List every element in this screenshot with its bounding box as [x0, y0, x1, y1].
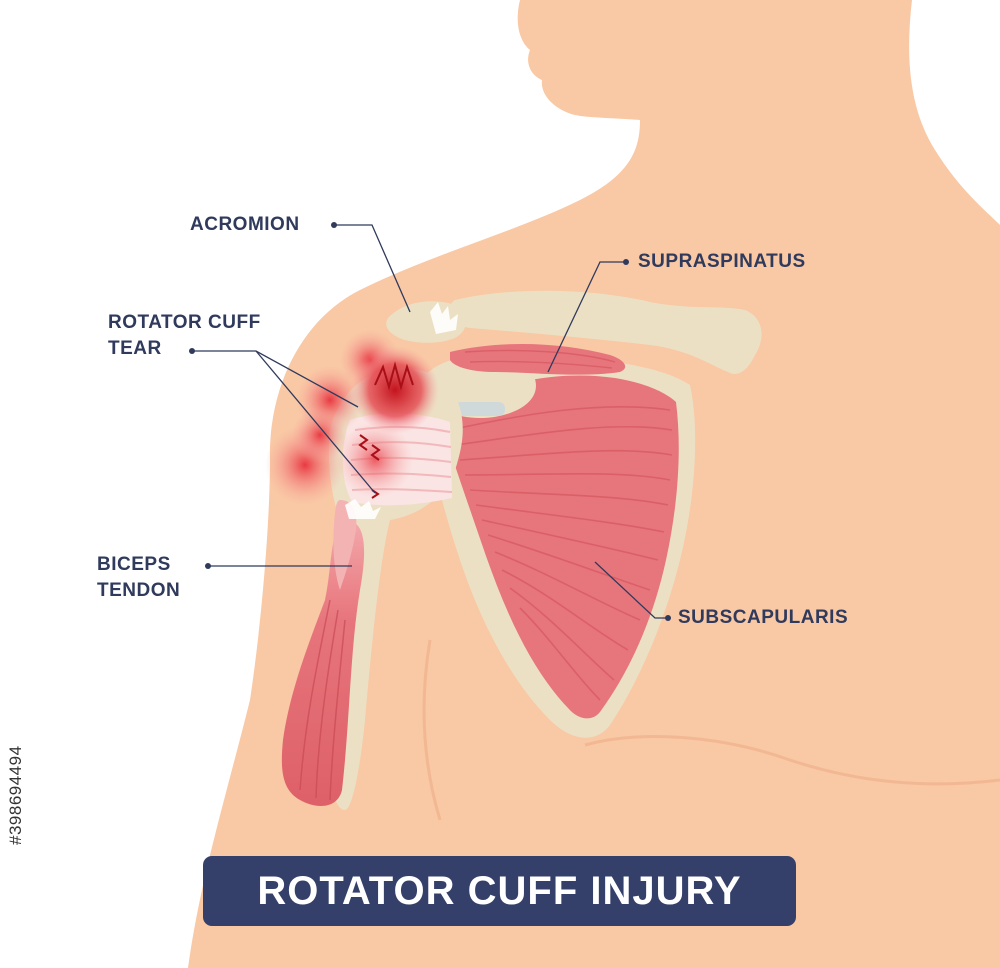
leader-lines	[192, 224, 668, 619]
biceps-fibers	[299, 599, 346, 801]
label-rotator-cuff-tear-line1: ROTATOR CUFF	[108, 312, 261, 333]
muscle-fibers	[449, 406, 673, 701]
label-biceps-tendon-line1: BICEPS	[97, 554, 171, 575]
supraspinatus-fibers	[464, 349, 616, 369]
torn-fibers	[358, 361, 414, 499]
label-supraspinatus: SUPRASPINATUS	[638, 251, 806, 272]
title-banner: ROTATOR CUFF INJURY	[203, 856, 796, 926]
stock-id-watermark: #398694494	[6, 745, 25, 845]
supraspinatus-muscle	[450, 344, 626, 375]
clavicle-bone	[450, 290, 762, 375]
label-acromion: ACROMION	[190, 214, 300, 235]
label-subscapularis: SUBSCAPULARIS	[678, 607, 849, 628]
chest-contour	[584, 735, 1000, 786]
label-rotator-cuff-tear-line2: TEAR	[108, 338, 162, 359]
subscapularis-muscle	[440, 375, 679, 719]
biceps-muscle	[281, 520, 365, 806]
label-biceps-tendon: BICEPS TENDON	[97, 552, 180, 604]
label-rotator-cuff-tear: ROTATOR CUFF TEAR	[108, 310, 261, 362]
diagram-title: ROTATOR CUFF INJURY	[257, 868, 742, 913]
inflammation-glow	[265, 330, 439, 505]
label-biceps-tendon-line2: TENDON	[97, 580, 181, 601]
leader-dots	[189, 222, 671, 621]
biceps-tendon	[333, 500, 357, 590]
arm-contour	[422, 639, 442, 821]
glenoid-joint	[455, 402, 505, 416]
frayed-tendon-ends	[345, 302, 458, 519]
